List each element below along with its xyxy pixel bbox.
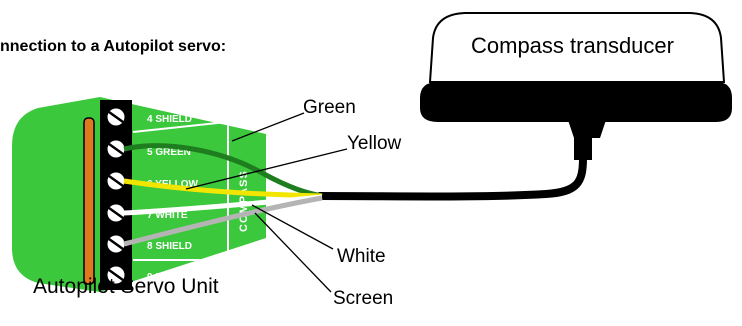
- terminal-label: 8 SHIELD: [147, 241, 192, 252]
- transducer-title: Compass transducer: [471, 33, 674, 58]
- terminal-label: 6 YELLOW: [147, 179, 198, 190]
- terminal-screws: [106, 107, 126, 285]
- compass-vertical-label: COMPASS: [238, 170, 250, 232]
- diagram-heading: nnection to a Autopilot servo:: [0, 38, 226, 55]
- leader-lines: [185, 112, 348, 293]
- screw-column: [100, 100, 132, 290]
- wire-label-white: White: [337, 246, 386, 267]
- wire-screen: [123, 195, 323, 247]
- wire-yellow: [123, 178, 323, 199]
- screw-icon: [106, 171, 126, 191]
- screw-icon: [106, 203, 126, 223]
- wire-label-screen: Screen: [333, 288, 393, 309]
- transducer-base: [420, 82, 732, 122]
- screw-icon: [106, 139, 126, 159]
- divider-line: [132, 118, 256, 133]
- compass-transducer: Compass transducer: [420, 12, 732, 160]
- cable-gland: [568, 120, 606, 138]
- wires: [123, 143, 323, 247]
- terminal-label: 7 WHITE: [147, 210, 188, 221]
- compass-cable: [316, 154, 587, 201]
- wire-green: [123, 143, 323, 199]
- screen-leader: [254, 212, 332, 293]
- wire-label-yellow: Yellow: [347, 133, 402, 154]
- servo-caption: Autopilot Servo Unit: [33, 275, 219, 298]
- green-leader: [231, 112, 305, 142]
- servo-housing: [12, 97, 100, 292]
- indicator-bar: [83, 117, 95, 285]
- transducer-dome: [428, 12, 726, 83]
- servo-unit: COMPASS 4 SHIELD 5 GREEN 6 YELLOW 7 WHIT…: [12, 97, 266, 292]
- yellow-leader: [185, 148, 348, 190]
- screw-icon: [106, 265, 126, 285]
- terminal-label: 9 RED: [147, 272, 176, 283]
- terminal-label: 4 SHIELD: [147, 114, 192, 125]
- wire-white: [123, 194, 323, 216]
- terminal-label: 5 GREEN: [147, 147, 191, 158]
- wire-label-green: Green: [303, 97, 356, 118]
- screw-icon: [106, 107, 126, 127]
- white-leader: [251, 204, 334, 250]
- screw-icon: [106, 234, 126, 254]
- cable-boot: [574, 136, 592, 160]
